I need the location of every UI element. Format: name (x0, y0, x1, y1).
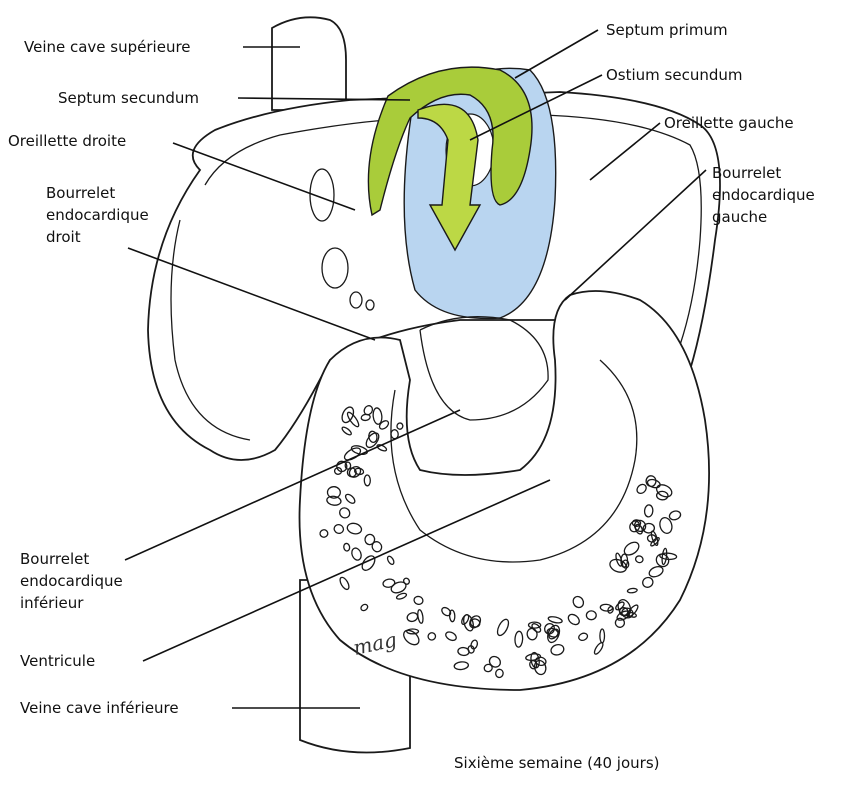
superior-vena-cava (272, 17, 346, 110)
label-veine-cave-inferieure: Veine cave inférieure (20, 697, 179, 719)
label-septum-primum: Septum primum (606, 19, 728, 41)
label-line: Bourrelet (712, 162, 815, 184)
label-oreillette-droite: Oreillette droite (8, 130, 126, 152)
label-line: Bourrelet (46, 182, 149, 204)
label-septum-secundum: Septum secundum (58, 87, 199, 109)
label-line: endocardique (712, 184, 815, 206)
label-veine-cave-superieure: Veine cave supérieure (24, 36, 191, 58)
label-line: Bourrelet (20, 548, 123, 570)
label-bourrelet-inferieur: Bourrelet endocardique inférieur (20, 548, 123, 614)
label-oreillette-gauche: Oreillette gauche (664, 112, 794, 134)
ventricle-outline (300, 291, 710, 690)
label-ventricule: Ventricule (20, 650, 95, 672)
septum-primum (404, 68, 556, 318)
leader-septum-primum (515, 30, 598, 78)
label-line: endocardique (20, 570, 123, 592)
label-ostium-secundum: Ostium secundum (606, 64, 743, 86)
figure-caption: Sixième semaine (40 jours) (454, 752, 659, 774)
label-line: endocardique (46, 204, 149, 226)
label-bourrelet-gauche: Bourrelet endocardique gauche (712, 162, 815, 228)
label-line: droit (46, 226, 149, 248)
label-line: gauche (712, 206, 815, 228)
label-bourrelet-droit: Bourrelet endocardique droit (46, 182, 149, 248)
label-line: inférieur (20, 592, 123, 614)
